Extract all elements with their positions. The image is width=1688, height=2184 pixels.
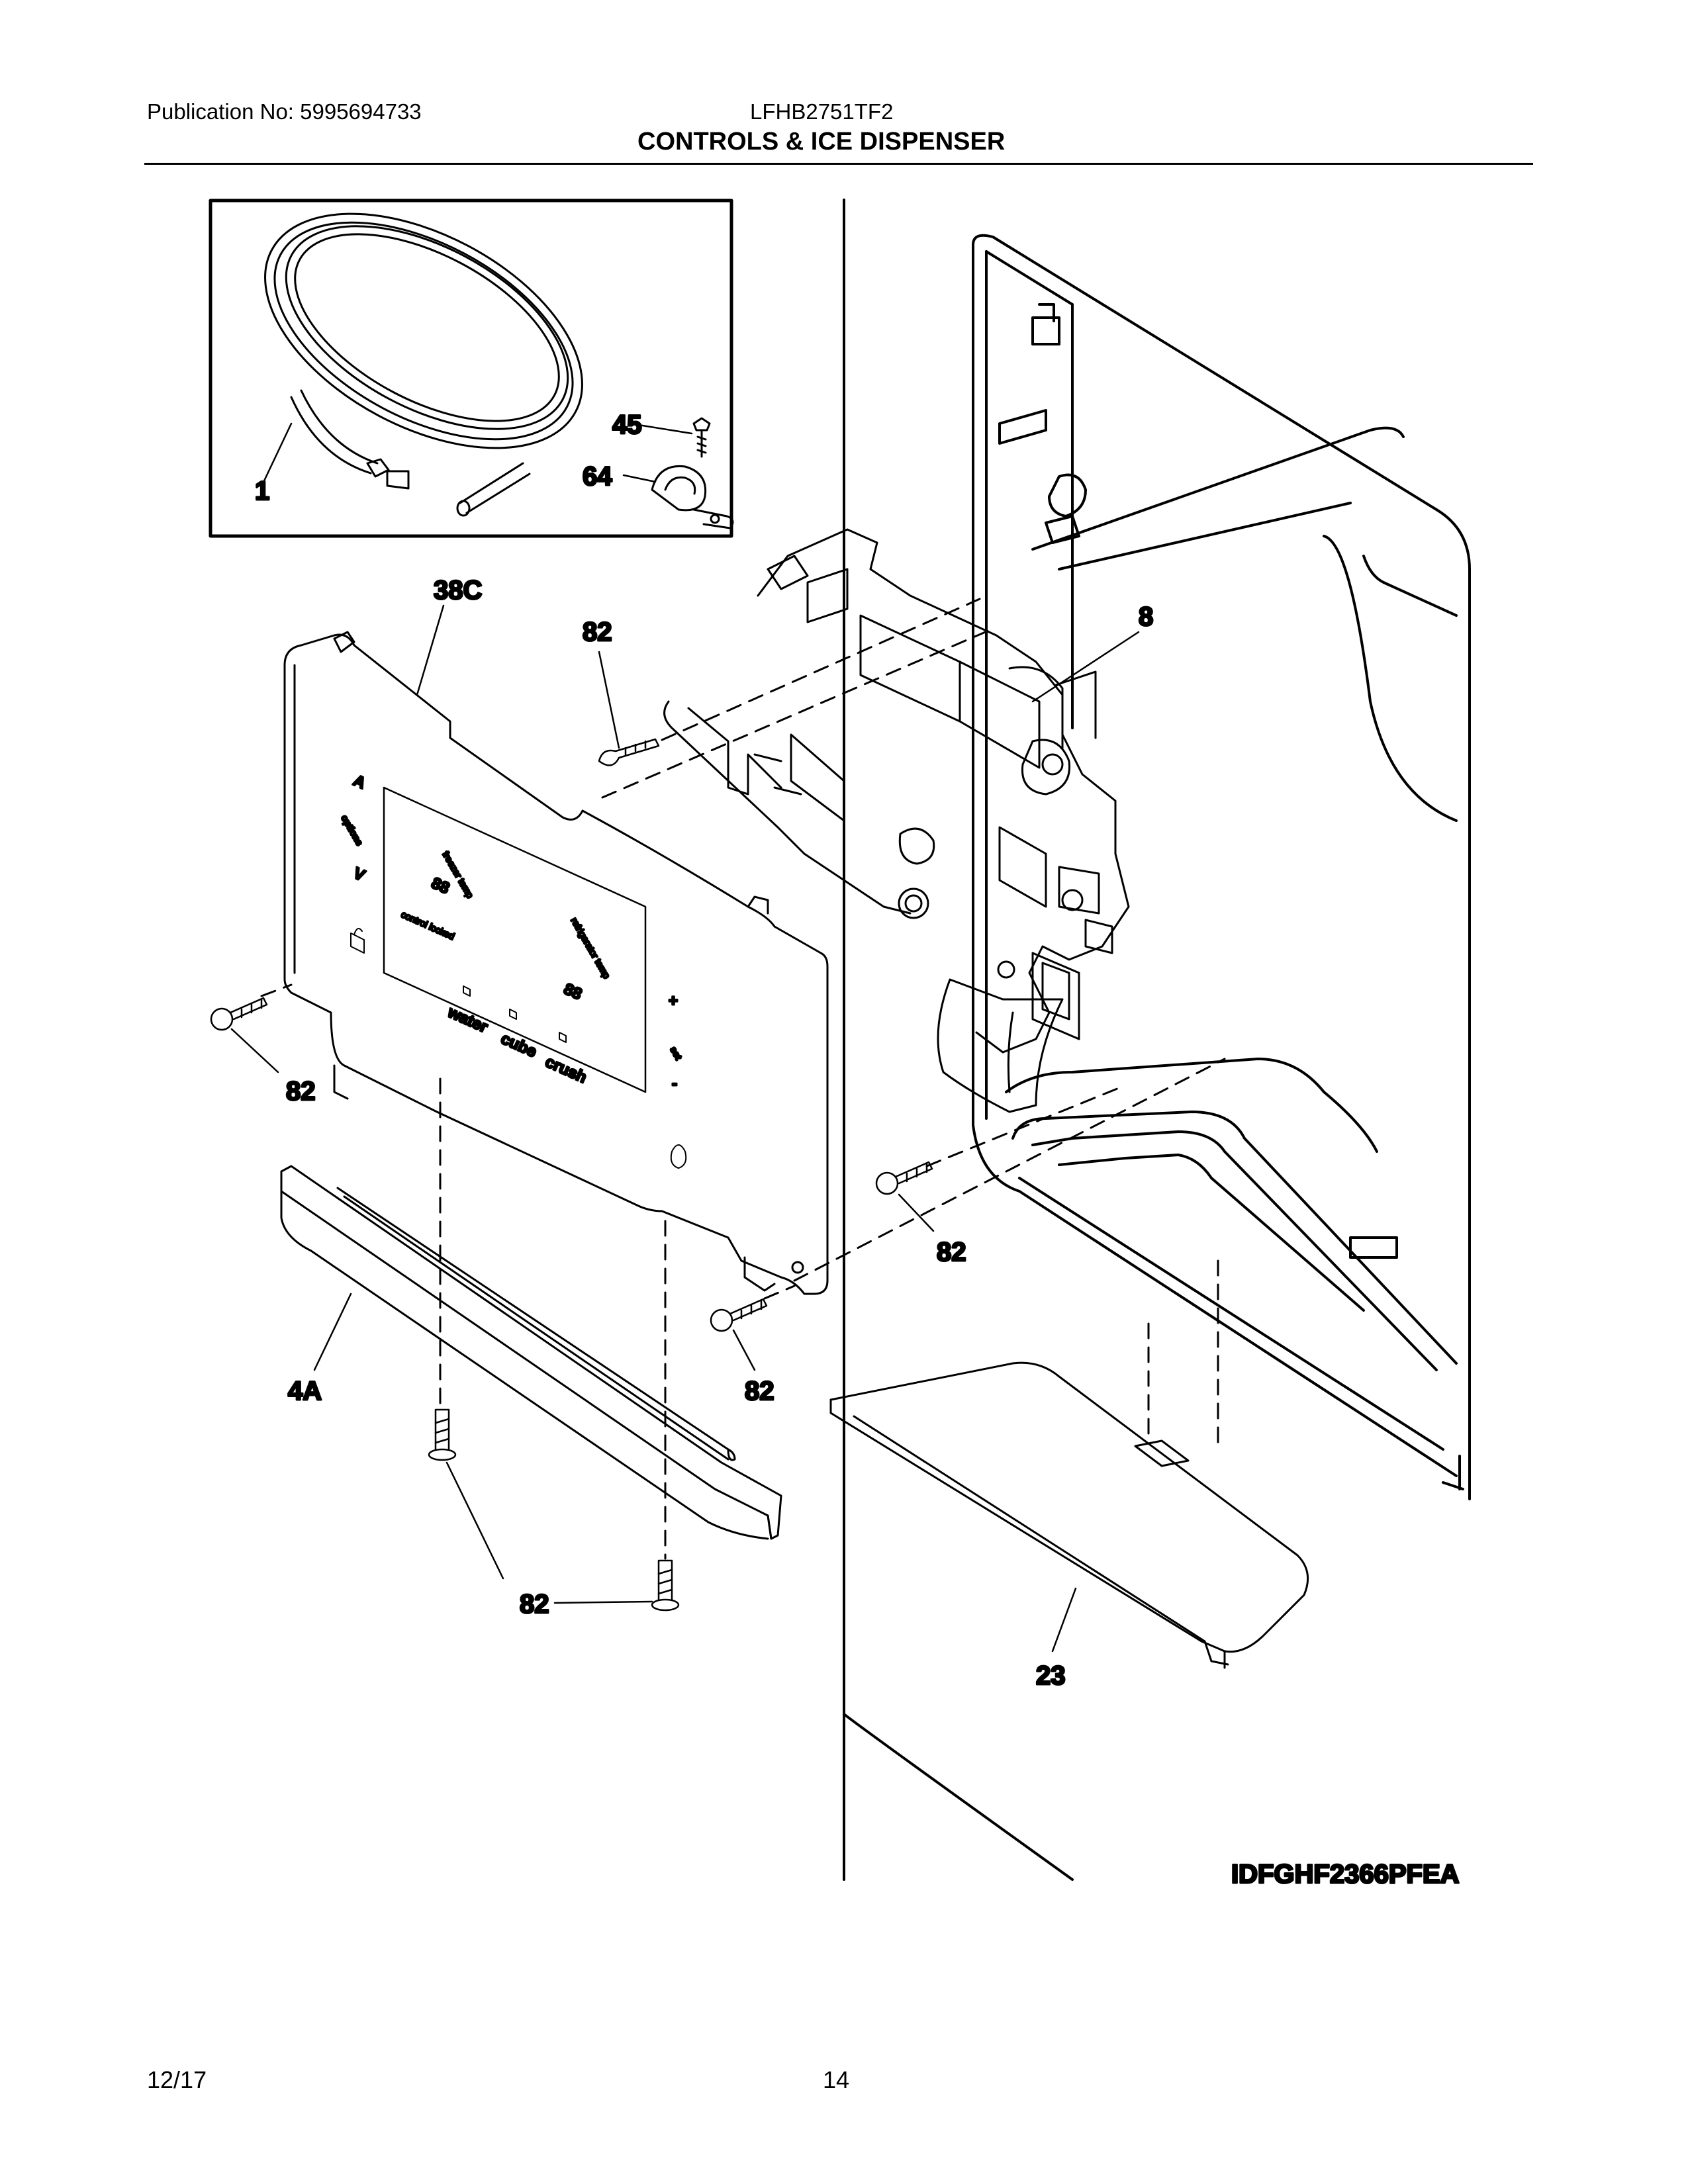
screw-45-part <box>692 417 711 458</box>
control-panel-part-38c <box>283 631 829 1295</box>
diagram-id: IDFGHF2366PFEA <box>1231 1860 1460 1889</box>
screw-82-left <box>210 997 268 1031</box>
refrigerator-temp-readout: 88 <box>561 980 585 1004</box>
freezer-door-outline <box>843 199 1471 1881</box>
plus-button-label: + <box>669 992 678 1010</box>
screw-82-bottom-left <box>428 1408 457 1461</box>
page-title: CONTROLS & ICE DISPENSER <box>637 128 1006 156</box>
clamp-64-part <box>651 465 734 529</box>
callout-38c: 38C <box>434 576 482 605</box>
screw-82-bottom-right <box>651 1559 680 1612</box>
callout-82-mid: 82 <box>745 1377 774 1406</box>
screw-82-mid <box>710 1298 768 1332</box>
chute-door-part-23 <box>829 1361 1309 1669</box>
callout-82-right: 82 <box>937 1238 966 1267</box>
header-rule <box>144 163 1533 165</box>
water-button-label: water <box>445 1003 491 1036</box>
set-button-label: set <box>668 1045 684 1062</box>
control-locked-label: control locked <box>400 909 456 942</box>
water-tube-inset <box>209 199 734 538</box>
screw-82-right <box>875 1161 933 1195</box>
callout-64: 64 <box>583 462 612 491</box>
screw-82-top <box>598 738 660 766</box>
callout-4a: 4A <box>288 1377 322 1406</box>
footer-date: 12/17 <box>147 2066 207 2093</box>
dispenser-housing-part-8 <box>663 528 1130 1113</box>
trim-strip-part-4a <box>280 1165 782 1540</box>
water-tube-coil <box>264 212 583 517</box>
publication-number: Publication No: 5995694733 <box>147 99 422 124</box>
callout-23: 23 <box>1036 1661 1066 1690</box>
callout-82-bottom: 82 <box>520 1590 549 1619</box>
light-icon <box>670 1144 687 1169</box>
minus-button-label: - <box>672 1075 677 1093</box>
model-number: LFHB2751TF2 <box>750 99 894 124</box>
callout-82-top: 82 <box>583 617 612 647</box>
options-button-label: options <box>339 813 365 848</box>
callout-8: 8 <box>1139 602 1153 631</box>
crush-button-label: crush <box>543 1053 590 1087</box>
callout-45: 45 <box>612 410 642 439</box>
callout-82-left: 82 <box>286 1077 316 1106</box>
refrigerator-temp-label: refrigerator temp <box>569 916 612 981</box>
down-button-label: V <box>351 864 368 885</box>
up-button-label: A <box>351 772 369 793</box>
leader-lines <box>230 604 1140 1653</box>
callout-1: 1 <box>255 477 269 506</box>
page-number: 14 <box>823 2066 850 2093</box>
freezer-temp-readout: 88 <box>429 874 452 898</box>
alignment-lines <box>260 598 1226 1560</box>
